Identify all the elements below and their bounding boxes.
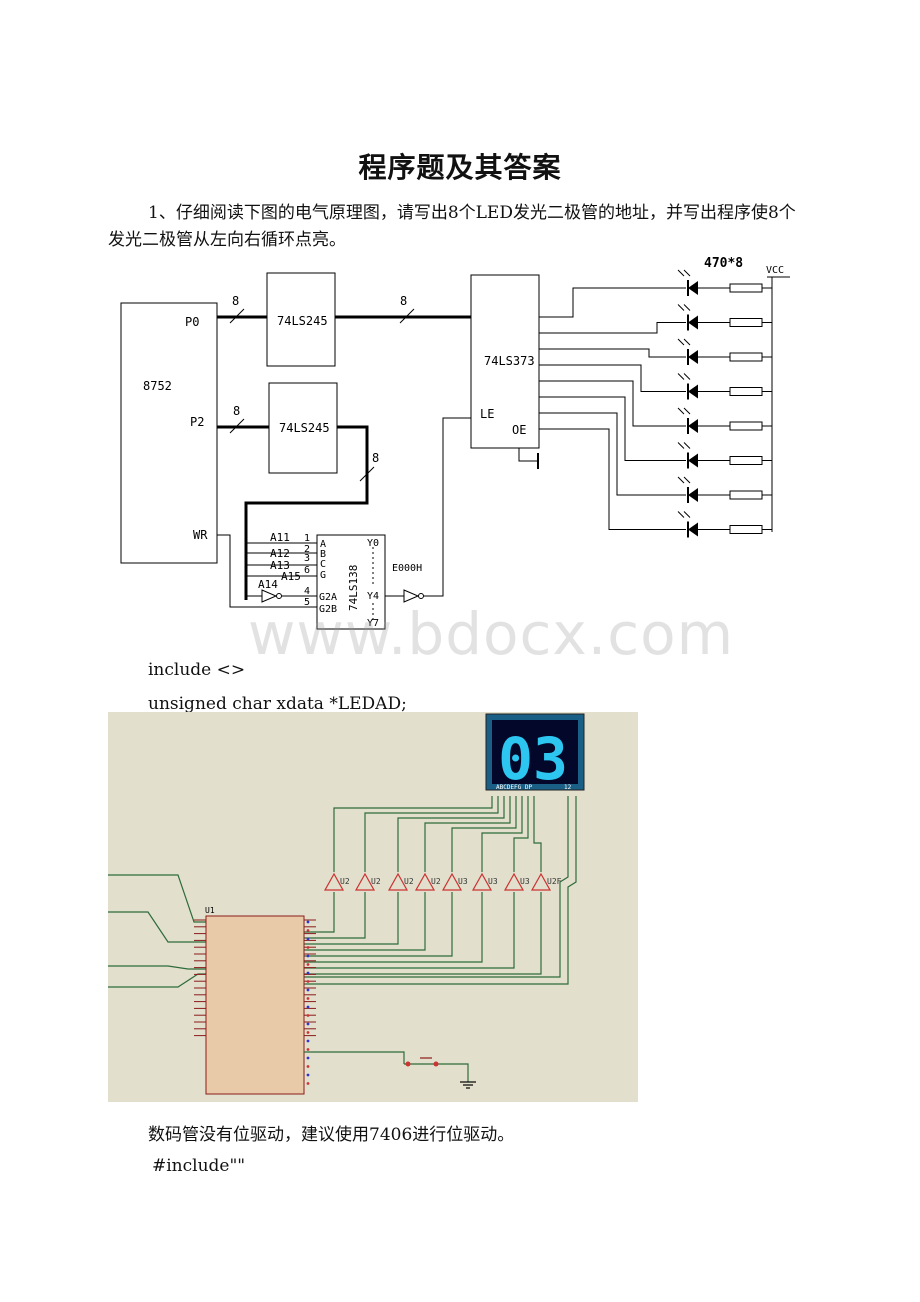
resistor [729, 456, 763, 465]
buffer-label: U2 [431, 877, 441, 886]
buffer-7406 [414, 872, 436, 891]
a11-label: A11 [270, 531, 290, 544]
pin-1: 1 [304, 533, 310, 544]
resistor [729, 421, 763, 431]
buffer-7406 [441, 872, 463, 891]
resistor-label: 470*8 [704, 256, 743, 271]
buffer-label: U2 [404, 877, 414, 886]
latch-74ls373-box [470, 274, 540, 449]
mcu-label: 8752 [143, 379, 172, 393]
pin-c: C [320, 559, 326, 570]
watermark: www.bdocx.com [248, 600, 735, 668]
led-diode [688, 350, 698, 364]
buffer-label: U3 [458, 877, 468, 886]
buffer-1-label: 74LS245 [277, 314, 328, 328]
bus-width-label-3: 8 [233, 404, 240, 418]
resistor [729, 318, 763, 327]
a15-label: A15 [281, 570, 301, 583]
buffer-label: U3 [488, 877, 498, 886]
display-pin-labels-2: 12 [564, 784, 572, 791]
mcu-8752-box [120, 302, 218, 564]
mcu-chip [205, 915, 305, 1095]
code-declaration: unsigned char xdata *LEDAD; [148, 694, 407, 714]
pin-y7: Y7 [367, 618, 379, 629]
buffer-label: U2 [371, 877, 381, 886]
buffer-7406 [503, 872, 525, 891]
decoder-74ls138-box [316, 534, 386, 630]
a13-label: A13 [270, 559, 290, 572]
oe-label: OE [512, 423, 526, 437]
led-diode [688, 419, 698, 433]
pin-g2a: G2A [319, 592, 337, 603]
buffer-7406 [323, 872, 345, 891]
bus-width-label-1: 8 [232, 294, 239, 308]
led-array [539, 269, 772, 538]
code-include-2: #include"" [152, 1156, 246, 1176]
buffer-2-label: 74LS245 [279, 421, 330, 435]
display-digits: 03 [498, 725, 568, 793]
resistor [729, 352, 763, 362]
led-diode [688, 281, 698, 295]
resistor [729, 283, 763, 293]
buffer-7406 [354, 872, 376, 891]
wr-label: WR [193, 528, 208, 542]
address-label: E000H [392, 563, 422, 574]
led-diode [688, 315, 698, 330]
latch-label: 74LS373 [484, 354, 535, 368]
led-diode [688, 453, 698, 468]
circuit-schematic: P0 P2 WR 8752 74LS245 74LS245 74LS373 LE… [120, 256, 790, 630]
bus-width-label-4: 8 [372, 451, 379, 465]
page-title: 程序题及其答案 [358, 151, 562, 184]
pin-y0: Y0 [367, 538, 379, 549]
pin-6: 6 [304, 565, 310, 576]
bus-width-label-2: 8 [400, 294, 407, 308]
led-diode [688, 522, 698, 537]
buffer-7406 [387, 872, 409, 891]
pin-b: B [320, 549, 326, 560]
simulation-screenshot: 03 ABCDEFG DP 12 U2 U2 U2 U2 U3 U3 U3 U2F U1 [108, 712, 638, 1102]
a14-label: A14 [258, 578, 278, 591]
buffer-label: U2F [547, 877, 562, 886]
pin-5: 5 [304, 597, 310, 608]
led-diode [688, 384, 698, 399]
code-include: include <> [148, 660, 246, 680]
buffer-7406 [471, 872, 493, 891]
vcc-label: VCC [766, 265, 784, 276]
pin-y4: Y4 [367, 591, 379, 602]
note-text: 数码管没有位驱动，建议使用7406进行位驱动。 [148, 1125, 515, 1145]
led-diode [688, 488, 698, 502]
pin-a: A [320, 539, 326, 550]
le-label: LE [480, 407, 494, 421]
display-pin-labels: ABCDEFG DP [496, 784, 533, 791]
buffer-7406 [530, 872, 552, 891]
pin-3: 3 [304, 553, 310, 564]
resistor [729, 387, 763, 396]
resistor [729, 490, 763, 500]
pin-2: 2 [304, 544, 310, 555]
buffer-1-box [266, 272, 336, 367]
decoder-label: 74LS138 [347, 565, 360, 611]
pin-g2b: G2B [319, 604, 337, 615]
buffer-label: U3 [520, 877, 530, 886]
p2-label: P2 [190, 415, 204, 429]
a12-label: A12 [270, 547, 290, 560]
pin-g: G [320, 570, 326, 581]
mcu-chip-label: U1 [205, 906, 215, 915]
pin-4: 4 [304, 586, 310, 597]
resistor [729, 525, 763, 534]
p0-label: P0 [185, 315, 199, 329]
buffer-label: U2 [340, 877, 350, 886]
question-1-text: 1、仔细阅读下图的电气原理图，请写出8个LED发光二极管的地址，并写出程序使8个… [108, 203, 796, 250]
